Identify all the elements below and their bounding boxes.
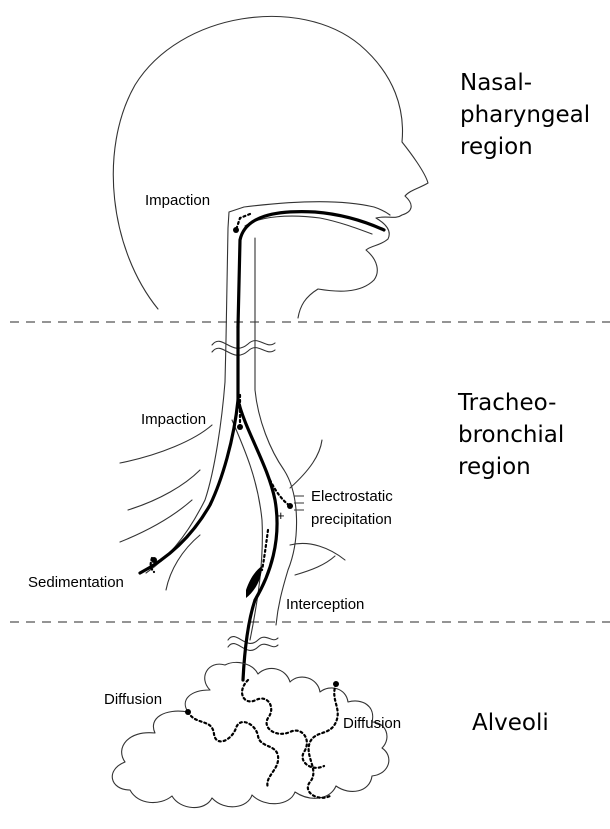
region-nasal-line1: Nasal- — [460, 70, 532, 96]
label-impaction-lower: Impaction — [141, 411, 206, 428]
bronchus-flow-right — [238, 400, 277, 680]
bronchus-right-upper — [290, 440, 322, 488]
label-impaction-upper: Impaction — [145, 192, 210, 209]
trachea-flow — [140, 327, 238, 573]
alveoli-diffusion-center — [242, 680, 324, 768]
break-mark-upper — [212, 341, 275, 349]
head-outline — [113, 16, 428, 318]
region-nasal-line3: region — [460, 134, 533, 160]
bronchus-left-lower — [120, 500, 192, 542]
electrostatic-charge-plus: + — [277, 508, 285, 523]
region-tracheo-line1: Tracheo- — [457, 390, 556, 416]
alveoli-diffusion-right — [308, 684, 338, 798]
label-interception: Interception — [286, 596, 364, 613]
label-diffusion-left: Diffusion — [104, 691, 162, 708]
label-electrostatic-line2: precipitation — [311, 511, 392, 528]
airway-left-wall — [146, 228, 228, 573]
interception-trajectory — [262, 530, 268, 570]
break-mark-lower-2 — [228, 644, 278, 651]
break-mark-upper-2 — [212, 348, 275, 356]
label-sedimentation: Sedimentation — [28, 574, 124, 591]
break-mark-lower — [228, 637, 278, 644]
label-electrostatic-line1: Electrostatic — [311, 488, 393, 505]
alveoli-outline — [112, 662, 389, 807]
bronchus-left-small — [128, 470, 200, 510]
diffusion-right-dot — [333, 681, 339, 687]
region-tracheo-line3: region — [458, 454, 531, 480]
alveoli-diffusion-left — [188, 712, 278, 788]
impaction-lower-dot — [237, 424, 243, 430]
region-tracheo-line2: bronchial — [458, 422, 564, 448]
electrostatic-dot — [287, 503, 293, 509]
label-diffusion-right: Diffusion — [343, 715, 401, 732]
sedimentation-dot — [151, 557, 157, 563]
impaction-upper-dot — [233, 227, 239, 233]
diffusion-left-dot — [185, 709, 191, 715]
nasal-flow — [238, 212, 384, 327]
bronchus-left-outer — [120, 425, 212, 463]
region-alveoli: Alveoli — [472, 710, 549, 736]
bronchus-right-lower — [290, 543, 345, 560]
bronchus-right-small — [295, 556, 335, 575]
region-nasal-line2: pharyngeal — [460, 102, 590, 128]
